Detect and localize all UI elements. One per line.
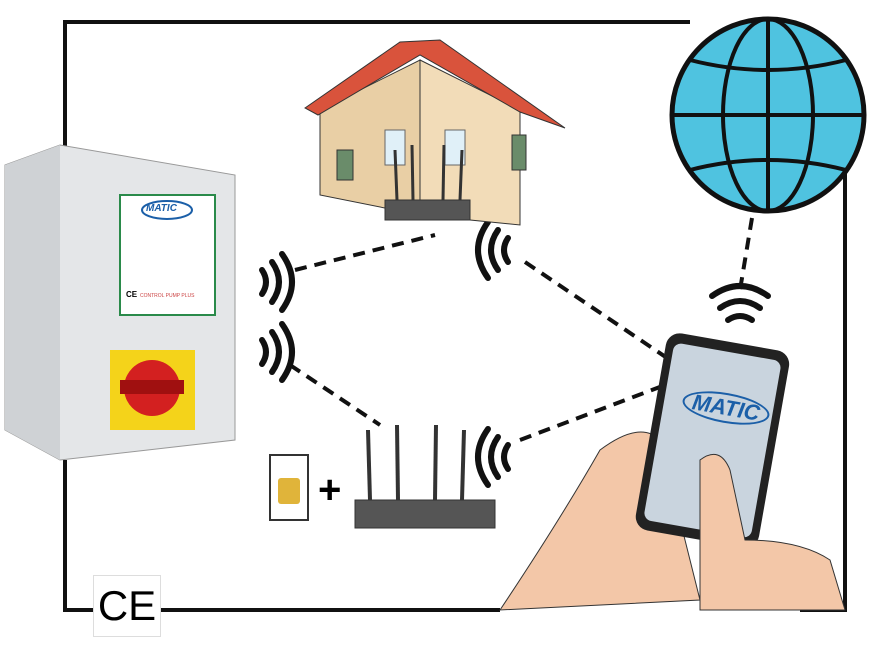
product-name: CONTROL PUMP	[140, 293, 181, 299]
control-box-brand: MATIC	[146, 203, 177, 214]
connection-lines	[288, 217, 754, 442]
globe-icon	[669, 16, 867, 214]
cellular-router	[354, 424, 496, 529]
hand-holding-phone	[499, 333, 846, 611]
sim-card-icon	[269, 454, 309, 521]
control-pump-box	[4, 144, 236, 461]
ce-mark: CE	[93, 575, 161, 637]
product-variant: PLUS	[181, 293, 195, 299]
home-router	[384, 144, 471, 221]
control-box-ce: CE	[126, 290, 138, 299]
wifi-signal-icon	[259, 219, 771, 488]
plus-sign: +	[318, 468, 342, 512]
control-box-product: CONTROL PUMP PLUS	[140, 293, 194, 299]
house-illustration	[304, 39, 566, 226]
